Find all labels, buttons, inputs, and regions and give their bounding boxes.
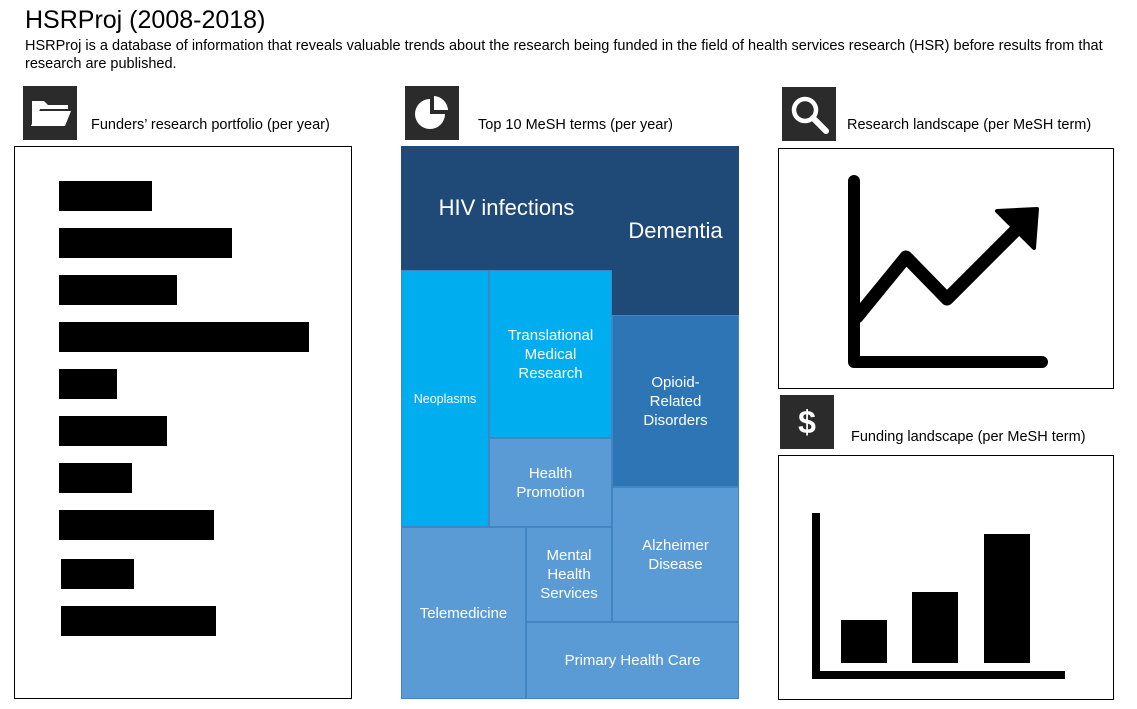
tile-label: Telemedicine [419, 604, 508, 622]
treemap-tile-hiv-infections[interactable]: HIV infections [401, 146, 612, 270]
funding-bar-chart [812, 513, 1065, 679]
research-landscape-panel[interactable] [778, 148, 1114, 389]
treemap-tile-primary-health-care[interactable]: Primary Health Care [526, 622, 739, 699]
tile-label: Translational Medical Research [507, 326, 594, 382]
treemap-tile-telemedicine[interactable]: Telemedicine [401, 527, 526, 699]
funding-landscape-label: Funding landscape (per MeSH term) [851, 429, 1086, 445]
funders-portfolio-label: Funders’ research portfolio (per year) [91, 117, 330, 133]
tile-label: Mental Health Services [540, 547, 598, 602]
funding-landscape-panel[interactable] [778, 455, 1114, 700]
page-description: HSRProj is a database of information tha… [25, 38, 1103, 72]
mesh-terms-label: Top 10 MeSH terms (per year) [478, 117, 674, 133]
pie-chart-icon [405, 86, 459, 140]
funding-bar [912, 592, 958, 663]
treemap-tile-health-promotion[interactable]: Health Promotion [489, 438, 612, 527]
tile-label: Health Promotion [516, 464, 585, 501]
funding-chart-axes [812, 513, 1065, 679]
funder-bar [59, 275, 177, 305]
treemap-tile-dementia[interactable]: Dementia [612, 146, 739, 315]
treemap-tile-translational-medical-research[interactable]: Translational Medical Research [489, 270, 612, 438]
tile-label: Neoplasms [413, 391, 477, 406]
research-landscape-label: Research landscape (per MeSH term) [847, 117, 1092, 133]
funding-bar [984, 534, 1030, 663]
funder-bar [59, 463, 132, 493]
treemap-tile-mental-health-services[interactable]: Mental Health Services [526, 527, 612, 622]
treemap-tile-opioid-related-disorders[interactable]: Opioid- Related Disorders [612, 315, 739, 487]
tile-label: Opioid- Related Disorders [643, 373, 708, 429]
treemap-tile-alzheimer-disease[interactable]: Alzheimer Disease [612, 487, 739, 622]
tile-label: Primary Health Care [564, 652, 701, 669]
funder-bar [61, 606, 216, 636]
funder-bar [59, 181, 152, 211]
page-title: HSRProj (2008-2018) [25, 6, 266, 34]
tile-label: HIV infections [438, 195, 575, 220]
folder-open-icon [23, 86, 77, 140]
funder-bar [59, 369, 117, 399]
treemap-tile-neoplasms[interactable]: Neoplasms [401, 270, 489, 527]
funder-bar [61, 559, 134, 589]
tile-label: Dementia [628, 217, 723, 243]
funder-bar [59, 322, 309, 352]
funder-bar [59, 416, 167, 446]
dollar-icon: $ [780, 395, 834, 449]
line-chart-trend-icon [848, 175, 1048, 368]
funder-bar [59, 228, 232, 258]
svg-text:$: $ [798, 404, 816, 440]
funder-bar [59, 510, 214, 540]
magnifier-icon [782, 87, 836, 141]
tile-label: Alzheimer Disease [642, 536, 709, 573]
funders-portfolio-panel[interactable] [14, 146, 352, 699]
funding-bar [841, 620, 887, 663]
mesh-treemap: HIV infections Dementia Neoplasms Transl… [401, 146, 739, 699]
funders-bar-chart [59, 181, 309, 636]
